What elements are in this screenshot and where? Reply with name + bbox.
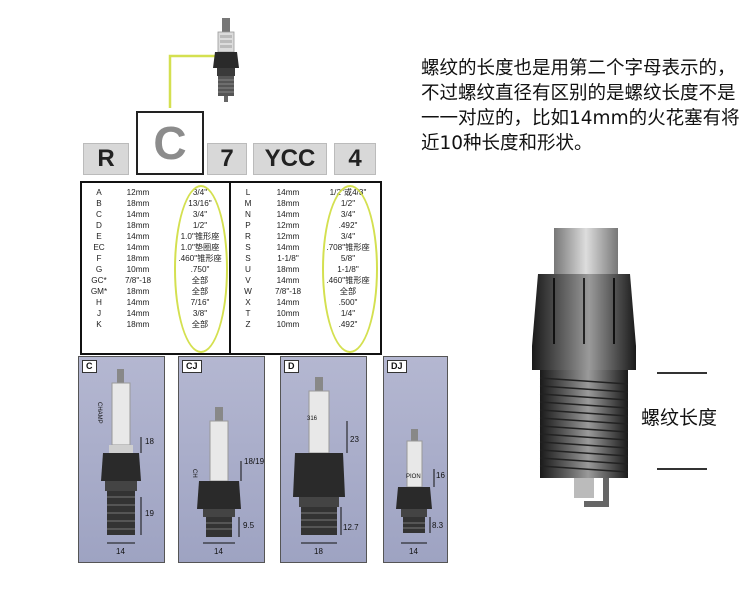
table-cell: E [96,232,102,241]
table-cell: 18mm [126,199,150,208]
panel-brand-text: CHAMP [96,402,102,424]
table-cell: X [245,298,251,307]
dimension-hex: 18 [145,437,154,446]
description-text: 螺纹的长度也是用第二个字母表示的，不过螺纹直径有区别的是螺纹长度不是一一对应的，… [421,58,740,154]
table-cell: 14mm [276,298,300,307]
table-cell: P [245,221,251,230]
table-cell: U [245,265,251,274]
dimension-diameter: 14 [116,547,125,556]
highlight-oval-right [322,185,378,353]
code-number-7: 7 [207,143,247,175]
table-cell: A [96,188,102,197]
table-cell: 18mm [126,221,150,230]
thread-length-label: 螺纹长度 [641,407,718,429]
table-left-diameters: 12mm 18mm 14mm 18mm 14mm 14mm 18mm 10mm 7/8"-18 1… [114,187,162,330]
table-cell: G [95,265,103,274]
table-cell: 14mm [276,276,300,285]
spark-plug-panel-d: D 316 23 12.7 18 [280,356,367,563]
table-cell: EC [93,243,105,252]
table-cell: R [245,232,251,241]
table-cell: 18mm [126,287,150,296]
panel-label: DJ [387,360,407,373]
code-letter-r: R [83,143,129,175]
spark-plug-panel-cj: CJ CH 18/19 9.5 14 [178,356,265,563]
table-right-diameters: 14mm 18mm 14mm 12mm 12mm 14mm 1-1/8" 18mm 14mm 7/… [264,187,312,330]
spark-plug-dj-illustration [396,429,435,544]
table-cell: 12mm [126,188,150,197]
table-cell: GC* [91,276,107,285]
spark-plug-c-illustration [101,369,142,544]
dimension-thread: 8.3 [432,521,444,530]
table-cell: 14mm [276,243,300,252]
panel-label: C [82,360,97,373]
spark-plug-d-illustration [293,377,348,544]
table-cell: F [96,254,102,263]
table-cell: T [245,309,251,318]
table-cell: 14mm [126,243,150,252]
table-cell: J [96,309,102,318]
table-cell: L [245,188,251,197]
table-cell: H [96,298,102,307]
panel-brand-text: 316 [307,416,318,422]
table-cell: B [96,199,102,208]
table-cell: 12mm [276,221,300,230]
spark-plug-cj-illustration [197,407,242,544]
table-cell: M [244,199,252,208]
code-number-4: 4 [334,143,376,175]
table-cell: 18mm [276,265,300,274]
table-cell: S [245,243,251,252]
table-cell: 14mm [126,210,150,219]
code-letter-c: C [136,111,204,175]
table-cell: 18mm [276,199,300,208]
thread-end-marker [657,468,707,470]
table-cell: 14mm [126,232,150,241]
dimension-hex: 18/19 [244,457,265,466]
panel-brand-text: CH [191,469,197,478]
table-cell: 14mm [126,298,150,307]
table-cell: 14mm [276,210,300,219]
table-cell: 7/8"-18 [274,287,302,296]
table-cell: D [96,221,102,230]
dimension-diameter: 18 [314,547,323,556]
table-cell: 18mm [126,320,150,329]
dimension-thread: 9.5 [243,521,255,530]
dimension-hex: 16 [436,471,445,480]
highlight-oval-left [174,185,228,353]
dimension-thread: 12.7 [343,523,359,532]
table-divider [229,183,231,353]
panel-label: D [284,360,299,373]
spark-plug-panel-dj: DJ PION 16 8.3 14 [383,356,448,563]
code-letters-ycc: YCC [253,143,327,175]
dimension-diameter: 14 [214,547,223,556]
spark-plug-panel-c: C CHAMP 18 19 14 [78,356,165,563]
table-cell: V [245,276,251,285]
table-cell: Z [245,320,251,329]
table-cell: 14mm [126,309,150,318]
spark-plug-top-illustration [168,18,239,108]
table-cell: W [244,287,252,296]
table-cell: 10mm [276,309,300,318]
table-cell: N [245,210,251,219]
table-cell: 12mm [276,232,300,241]
panel-brand-text: PION [406,474,421,480]
table-cell: 1-1/8" [277,254,299,263]
table-cell: 10mm [126,265,150,274]
panel-label: CJ [182,360,202,373]
table-cell: 14mm [276,188,300,197]
table-cell: 10mm [276,320,300,329]
table-cell: GM* [90,287,108,296]
dimension-hex: 23 [350,435,359,444]
table-cell: K [96,320,102,329]
table-cell: C [96,210,102,219]
table-cell: S [245,254,251,263]
dimension-diameter: 14 [409,547,418,556]
thread-start-marker [657,372,707,374]
dimension-thread: 19 [145,509,154,518]
table-cell: 7/8"-18 [124,276,152,285]
table-cell: 18mm [126,254,150,263]
spark-plug-photo [532,228,636,507]
